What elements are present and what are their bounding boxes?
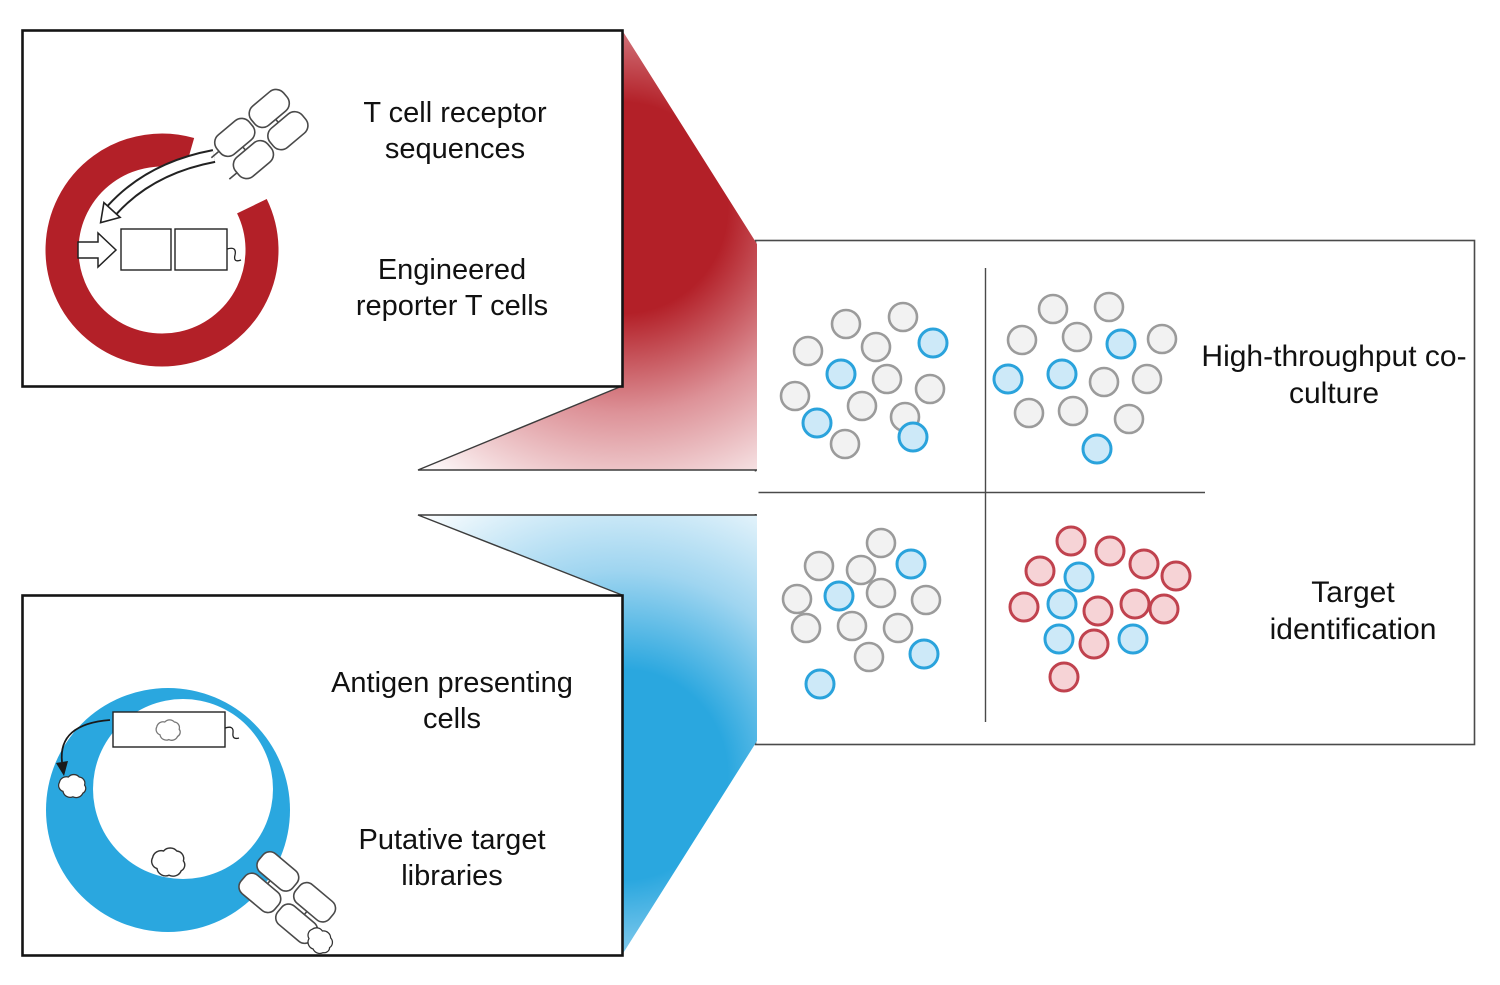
gene-segment-beta (174, 228, 228, 271)
cell-gray (845, 554, 877, 586)
library-gene-cassette-icon (112, 711, 240, 748)
target-identification-well (1008, 525, 1192, 693)
cell-blue (804, 668, 836, 700)
cell-red (1128, 548, 1160, 580)
expression-arrow-icon (56, 719, 111, 776)
gene-segment-alpha (120, 228, 172, 271)
mhc-molecule-icon (238, 850, 338, 959)
tcr-sequences-label: T cell receptor sequences (363, 97, 547, 165)
cell-blue (908, 638, 940, 670)
cell-clusters (779, 291, 1192, 700)
coculture-well-top-left (779, 301, 949, 460)
cell-gray (836, 610, 868, 642)
cell-gray (1006, 324, 1038, 356)
tcr-gene-cassette-icon (77, 228, 242, 271)
cell-red (1148, 593, 1180, 625)
cell-gray (779, 380, 811, 412)
cell-gray (914, 373, 946, 405)
cell-gray (1037, 293, 1069, 325)
cell-red (1024, 555, 1056, 587)
engineered-reporter-label: Engineered reporter T cells (355, 254, 549, 322)
red-beam (418, 30, 757, 470)
cell-blue (1046, 358, 1078, 390)
cell-gray (790, 612, 822, 644)
apc-box (21, 594, 624, 959)
cell-red (1094, 535, 1126, 567)
neck-opening (753, 471, 759, 514)
cell-gray (1113, 403, 1145, 435)
cell-gray (846, 390, 878, 422)
cell-gray (803, 550, 835, 582)
blue-beam (418, 515, 757, 955)
cell-gray (781, 583, 813, 615)
tcr-box (21, 29, 624, 388)
target-identification-label: Target identification (1269, 576, 1437, 647)
cell-red (1082, 595, 1114, 627)
cell-gray (792, 335, 824, 367)
cell-gray (865, 527, 897, 559)
cassette-tail (226, 247, 242, 262)
cell-gray (830, 308, 862, 340)
cell-gray (865, 577, 897, 609)
blue-beam-outline (417, 514, 757, 596)
cell-gray (910, 584, 942, 616)
cell-red (1078, 628, 1110, 660)
antigen-presenting-label: Antigen presenting cells (331, 667, 573, 735)
insertion-arrow-icon (99, 149, 216, 224)
coculture-well-bottom-left (781, 527, 942, 700)
cell-gray (1131, 363, 1163, 395)
putative-libraries-label: Putative target libraries (358, 824, 546, 892)
cell-gray (882, 612, 914, 644)
coculture-well-top-right (992, 291, 1178, 465)
cassette-tail (224, 726, 240, 740)
cell-blue (801, 407, 833, 439)
cell-red (1160, 560, 1192, 592)
cell-gray (1146, 323, 1178, 355)
cell-gray (1061, 321, 1093, 353)
cell-red (1055, 525, 1087, 557)
cell-gray (853, 641, 885, 673)
t-cell-receptor-icon (210, 88, 309, 180)
cell-blue (992, 363, 1024, 395)
cell-red (1048, 661, 1080, 693)
cell-blue (1117, 623, 1149, 655)
red-beam-outline (417, 385, 757, 471)
cell-gray (860, 331, 892, 363)
cell-gray (829, 428, 861, 460)
cell-red (1119, 588, 1151, 620)
cell-gray (1013, 397, 1045, 429)
red-plasmid-icon (45, 133, 279, 367)
promoter-arrow-icon (77, 231, 118, 269)
cell-blue (1063, 561, 1095, 593)
high-throughput-label: High-throughput co-culture (1201, 340, 1467, 411)
cell-gray (1093, 291, 1125, 323)
cell-blue (825, 358, 857, 390)
cell-gray (871, 363, 903, 395)
cell-gray (887, 301, 919, 333)
cell-blue (1046, 588, 1078, 620)
cell-red (1008, 591, 1040, 623)
cell-gray (1088, 366, 1120, 398)
cell-blue (1081, 433, 1113, 465)
cell-blue (1105, 328, 1137, 360)
cell-gray (1057, 395, 1089, 427)
cell-blue (1043, 623, 1075, 655)
cell-blue (917, 327, 949, 359)
cell-blue (895, 548, 927, 580)
cell-blue (897, 421, 929, 453)
cell-blue (823, 580, 855, 612)
